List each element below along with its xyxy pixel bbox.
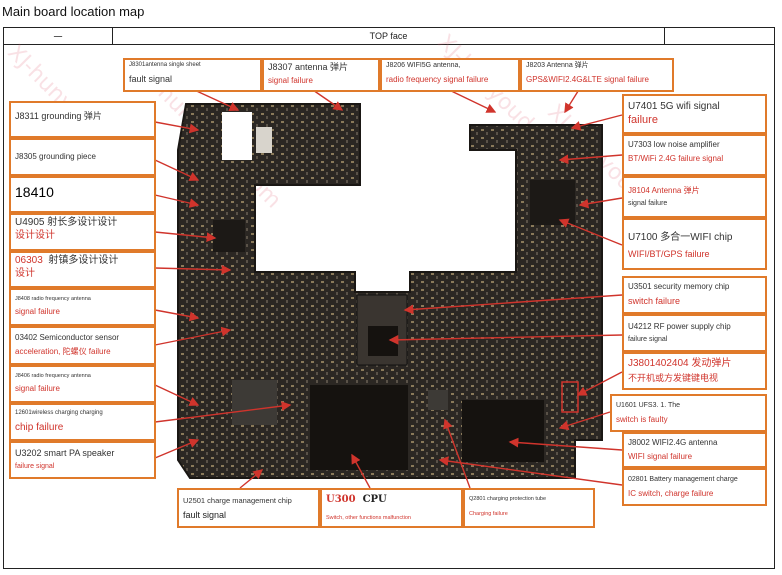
header-center: TOP face (113, 28, 665, 44)
label-j8311: J8311 grounding 弹片 (9, 101, 156, 138)
arrows (154, 87, 623, 489)
label-j8305: J8305 grounding piece (9, 138, 156, 176)
label-03402: 03402 Semiconductor sensor acceleration,… (9, 326, 156, 365)
label-u4212: U4212 RF power supply chip failure signa… (622, 314, 767, 352)
label-j8408: J8408 radio frequency antenna signal fai… (9, 288, 156, 326)
connector-pad (256, 127, 272, 153)
label-u2501: U2501 charge management chip fault signa… (177, 488, 320, 528)
label-12601: 12601wireless charging charging chip fai… (9, 403, 156, 441)
label-u7303: U7303 low noise amplifier BT/WiFi 2.4G f… (622, 134, 767, 176)
label-j8203: J8203 Antenna 弹片 GPS&WIFI2.4G&LTE signal… (520, 58, 674, 92)
header-left: 一 (4, 28, 113, 44)
label-u7100: U7100 多合一WIFI chip WIFI/BT/GPS failure (622, 218, 767, 270)
label-u7401: U7401 5G wifi signal failure (622, 94, 767, 134)
page-title: Main board location map (2, 4, 145, 19)
label-j8206: J8206 WIFI5G antenna, radio frequency si… (380, 58, 520, 92)
chip-u4905 (213, 220, 245, 252)
label-j8406: J8406 radio frequency antenna signal fai… (9, 365, 156, 403)
label-06303: 06303 射镇多设计设计 设计 (9, 251, 156, 288)
chip-u7100 (530, 180, 575, 225)
chip-u1601 (462, 400, 544, 462)
chip-u4212 (368, 326, 398, 356)
label-q2801: Q2801 charging protection tube Charging … (463, 488, 595, 528)
header-bar: 一 TOP face (3, 27, 775, 45)
label-j8301: J8301antenna single sheet fault signal (123, 58, 262, 92)
label-j3801: J3801402404 发动弹片 不开机或方发键键电视 (622, 352, 767, 390)
label-j8002: J8002 WIFI2.4G antenna WIFI signal failu… (622, 432, 767, 468)
label-u300-cpu: U300 CPU Switch, other functions malfunc… (320, 488, 463, 528)
chip-u2501 (232, 380, 277, 425)
pcb-board (177, 103, 603, 479)
label-j8104: J8104 Antenna 弹片 signal failure (622, 176, 767, 218)
chip-q2801 (428, 390, 448, 410)
label-u4905: U4905 射长多设计设计 设计设计 (9, 213, 156, 251)
chip-u300-cpu (310, 385, 408, 470)
label-18410: 18410 (9, 176, 156, 213)
label-u3501: U3501 security memory chip switch failur… (622, 276, 767, 314)
label-u3202: U3202 smart PA speaker failure signal (9, 441, 156, 479)
label-u1601: U1601 UFS3. 1. The switch is faulty (610, 394, 767, 432)
j3801-highlight (561, 381, 579, 413)
label-j8307: J8307 antenna 弹片 signal failure (262, 58, 380, 92)
board-cutout (222, 112, 252, 160)
label-02801: 02801 Battery management charge IC switc… (622, 468, 767, 506)
